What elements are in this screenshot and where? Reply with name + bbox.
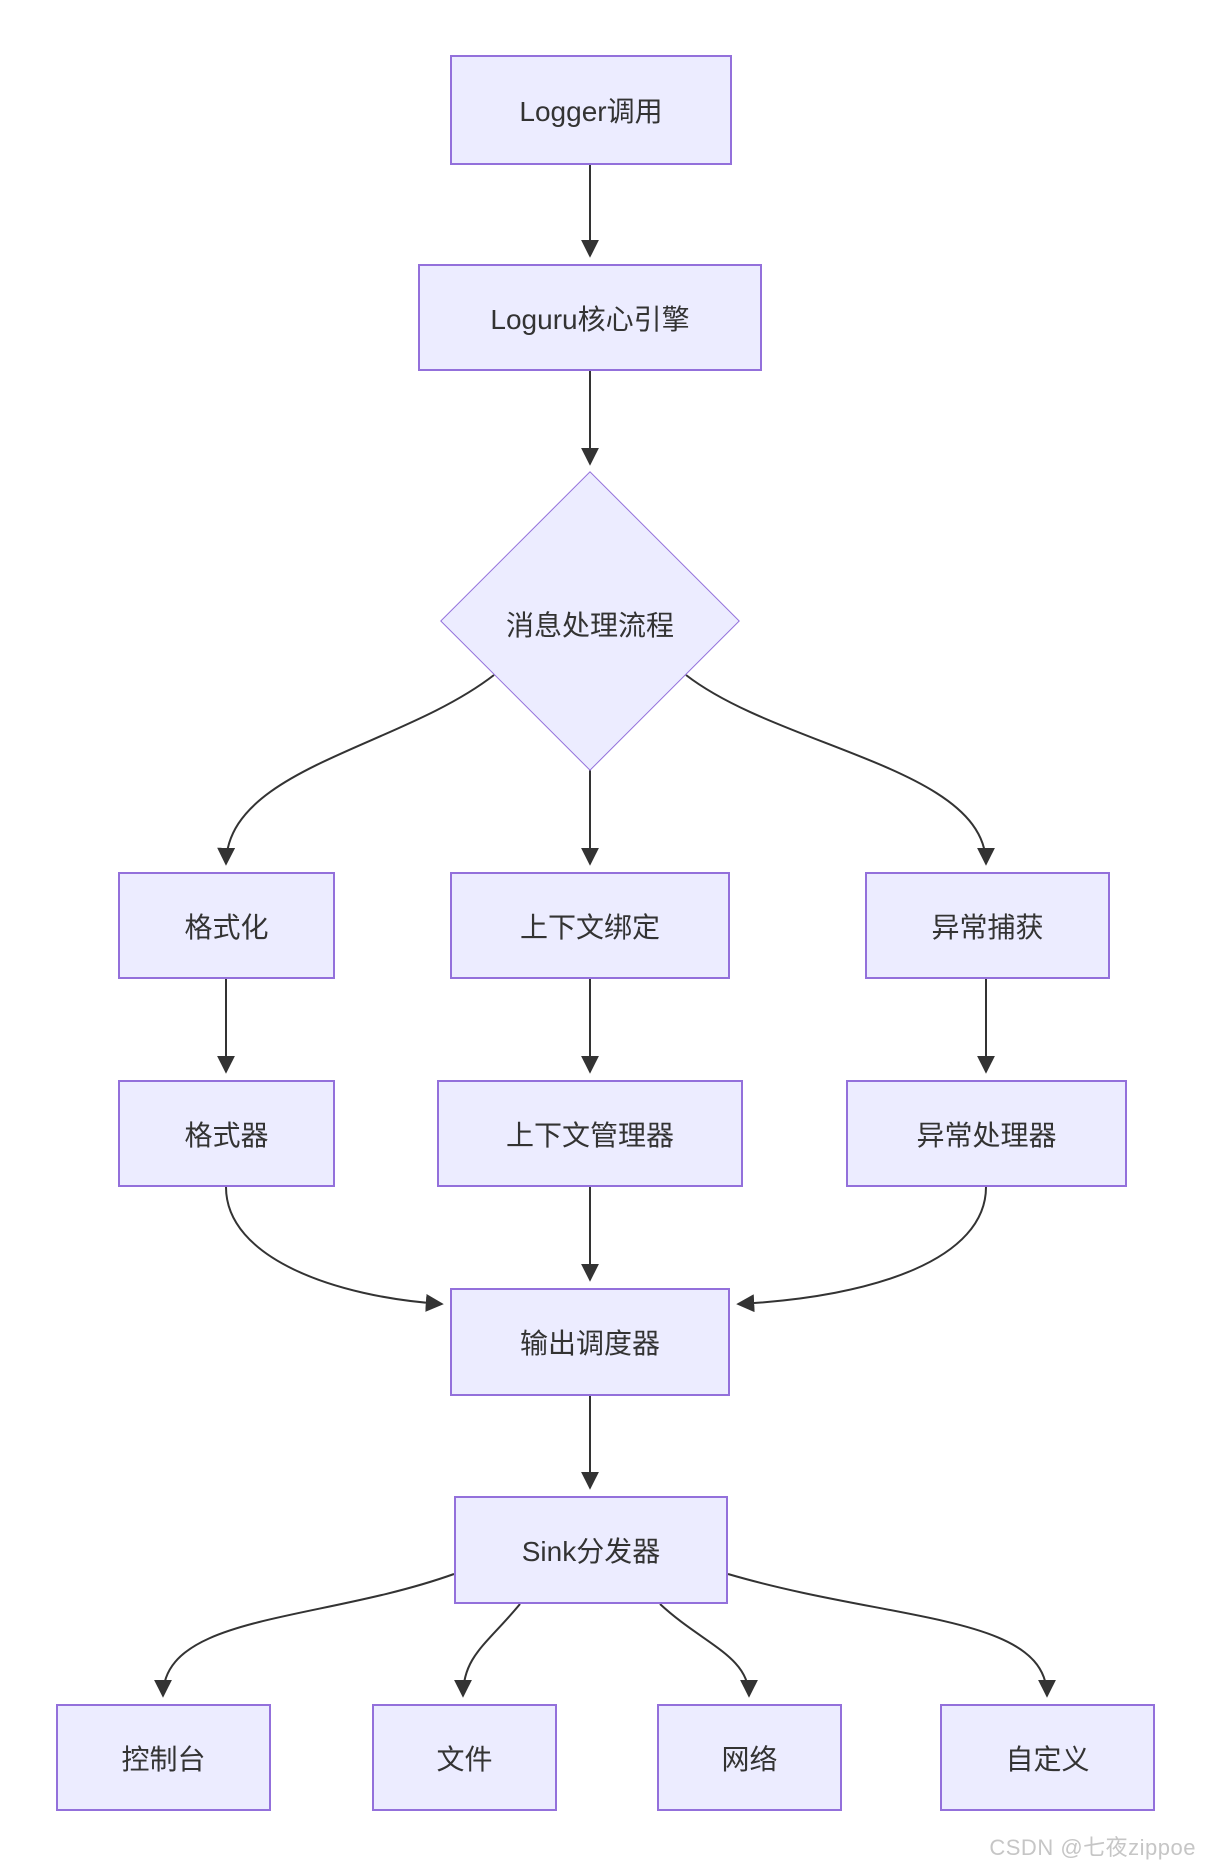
node-context-binding: 上下文绑定 — [450, 872, 730, 979]
node-formatting: 格式化 — [118, 872, 335, 979]
csdn-watermark: CSDN @七夜zippoe — [989, 1835, 1196, 1860]
node-output-dispatcher: 输出调度器 — [450, 1288, 730, 1396]
node-exception-handler: 异常处理器 — [846, 1080, 1127, 1187]
node-sink-distributor: Sink分发器 — [454, 1496, 728, 1604]
node-custom: 自定义 — [940, 1704, 1155, 1811]
node-logger-call: Logger调用 — [450, 55, 732, 165]
edge-sink-to-custom — [727, 1573, 1056, 1698]
edge-sink-to-console — [154, 1573, 455, 1698]
node-formatter: 格式器 — [118, 1080, 335, 1187]
edge-handler-to-dispatcher — [736, 1186, 987, 1313]
edge-sink-to-network — [659, 1603, 758, 1698]
node-decision-label: 消息处理流程 — [505, 610, 674, 641]
node-file: 文件 — [372, 1704, 557, 1811]
node-exception-capture: 异常捕获 — [865, 872, 1110, 979]
edge-sink-to-file — [454, 1603, 521, 1698]
node-core-engine: Loguru核心引擎 — [418, 264, 762, 371]
edge-formatter-to-dispatcher — [225, 1186, 444, 1312]
node-network: 网络 — [657, 1704, 842, 1811]
edge-decision-to-exception — [685, 674, 995, 866]
node-context-manager: 上下文管理器 — [437, 1080, 743, 1187]
edge-decision-to-formatting — [217, 674, 495, 866]
node-console: 控制台 — [56, 1704, 271, 1811]
